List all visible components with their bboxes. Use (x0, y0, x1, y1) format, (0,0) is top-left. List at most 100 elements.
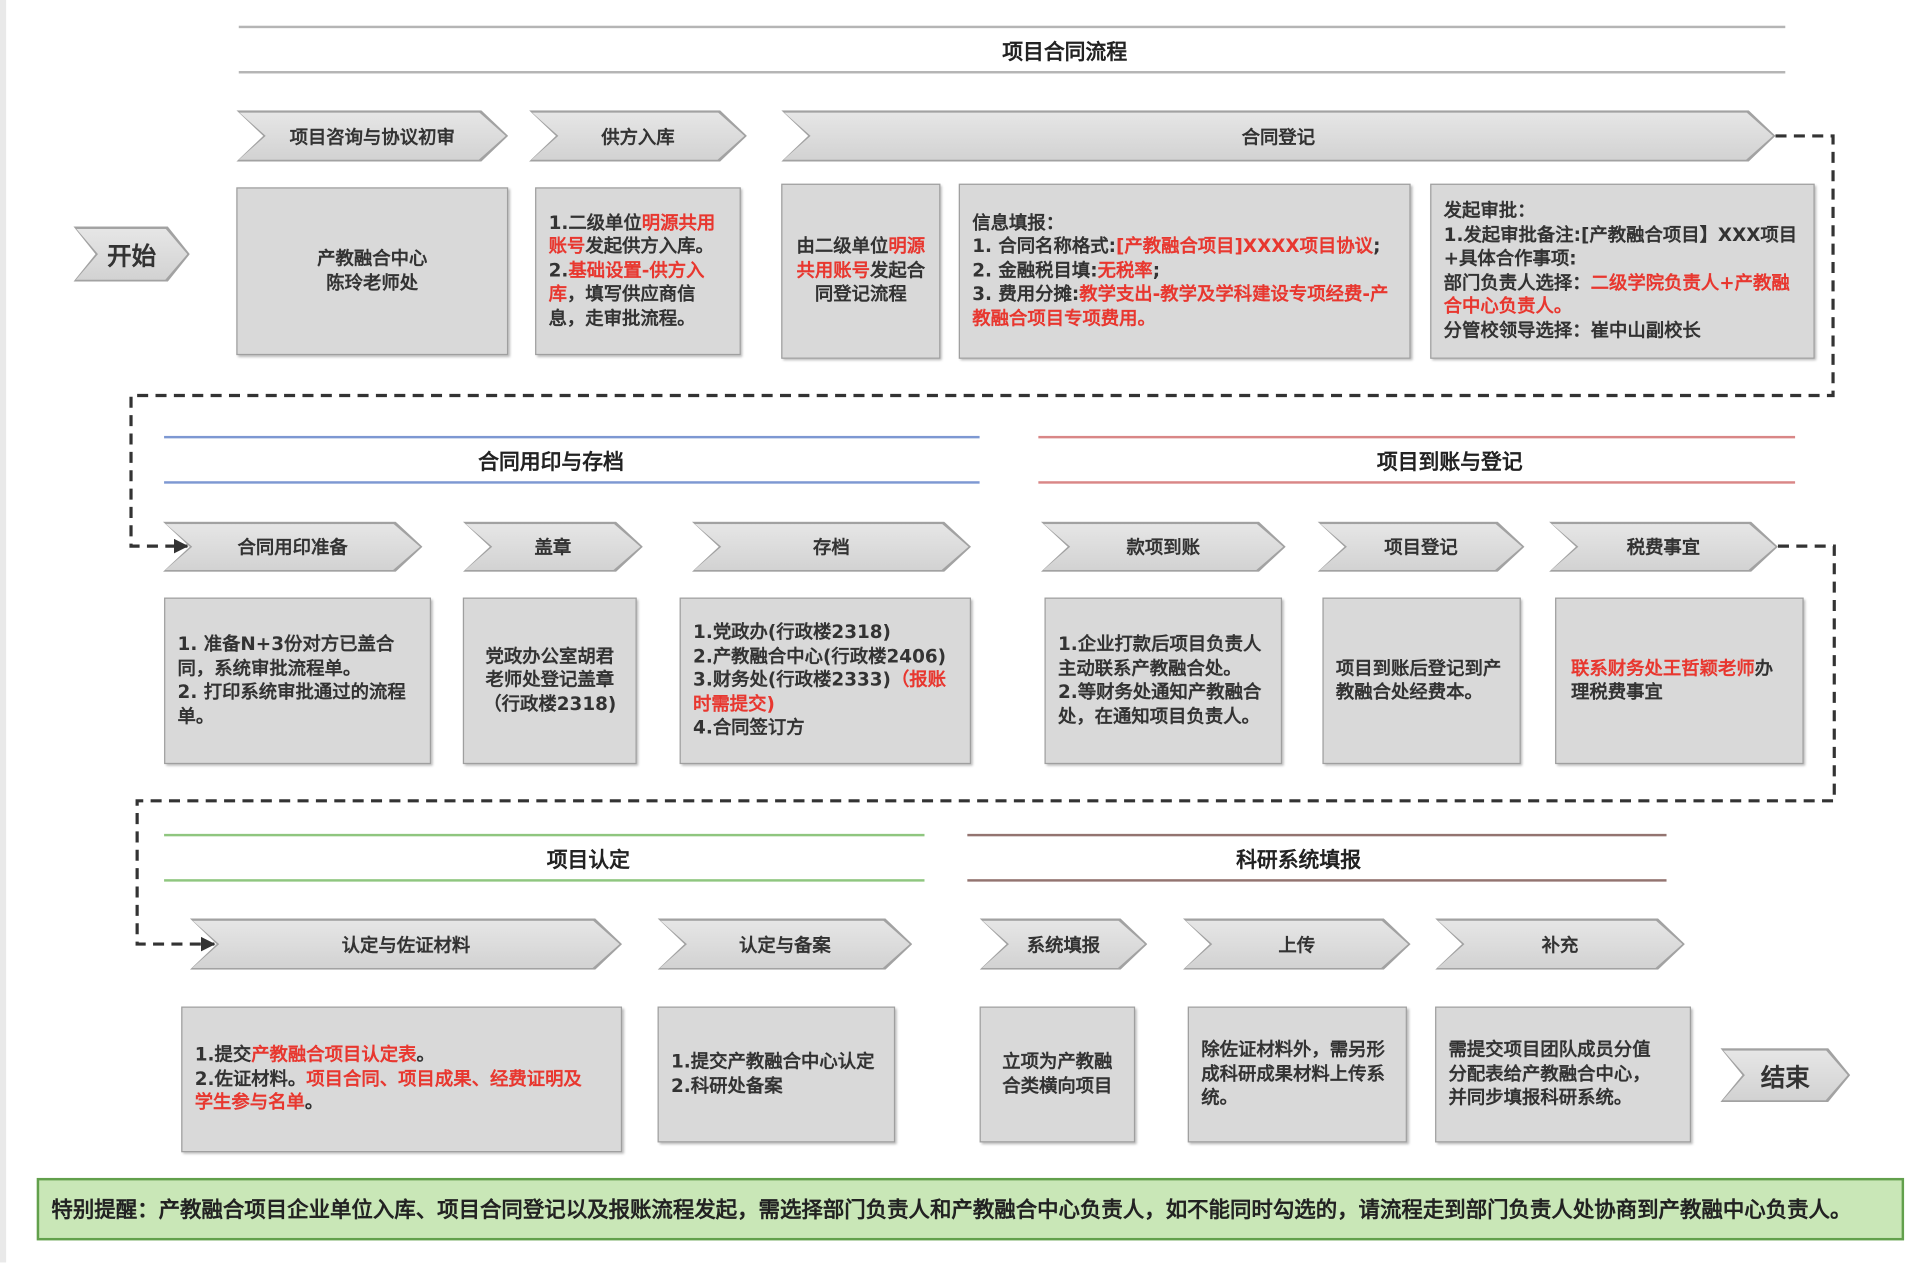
step-label: 认定与备案 (738, 933, 831, 956)
section-header-contract-flow: 项目合同流程 (238, 25, 1786, 74)
text-line: 2.基础设置-供方入库，填写供应商信息，走审批流程。 (549, 259, 728, 331)
text-line: 3.财务处(行政楼2333)（报账时需提交) (693, 669, 957, 717)
body-text: 发起供方入库。 (585, 235, 714, 258)
body-text: 2.等财务处通知产教融合处，在通知项目负责人。 (1057, 680, 1262, 727)
text-line: 联系财务处王哲颖老师办理税费事宜 (1571, 657, 1788, 705)
step-label: 供方入库 (601, 125, 675, 148)
detail-supplier-onboarding: 1.二级单位明源共用账号发起供方入库。2.基础设置-供方入库，填写供应商信息，走… (535, 187, 741, 356)
step-stamping: 盖章 (463, 522, 643, 572)
step-contract-registration: 合同登记 (781, 110, 1775, 161)
end-node: 结束 (1720, 1048, 1850, 1102)
text-line: 2. 打印系统审批通过的流程单。 (178, 681, 418, 729)
text-line: 党政办公室胡君老师处登记盖章（行政楼2318) (479, 645, 621, 717)
text-line: 产教融合中心 (250, 247, 495, 271)
step-label: 上传 (1278, 933, 1316, 956)
body-text: 陈玲老师处 (326, 271, 419, 294)
text-line: 1.提交产教融合项目认定表。 (195, 1044, 591, 1068)
text-line: 项目到账后登记到产教融合处经费本。 (1336, 657, 1507, 705)
body-text: 党政办公室胡君老师处登记盖章（行政楼2318) (483, 644, 617, 715)
body-text: 1.党政办(行政楼2318) (693, 621, 891, 644)
detail-contract-initiation: 由二级单位明源共用账号发起合同登记流程 (781, 183, 941, 359)
body-text: 2. 金融税目填: (972, 259, 1098, 282)
text-line: 分管校领导选择：崔中山副校长 (1444, 319, 1802, 343)
body-text: 3. 费用分摊: (972, 283, 1080, 306)
highlight-text: 明源共用账号 (796, 235, 926, 282)
body-text: 信息填报： (972, 211, 1065, 234)
text-line: 1. 合同名称格式:[产教融合项目]XXXX项目协议; (972, 235, 1397, 259)
text-line: 1.提交产教融合中心认定 (671, 1051, 882, 1075)
body-text: 办理税费事宜 (1571, 656, 1774, 703)
detail-stamping: 党政办公室胡君老师处登记盖章（行政楼2318) (462, 597, 637, 765)
special-reminder-text: 特别提醒：产教融合项目企业单位入库、项目合同登记以及报账流程发起，需选择部门负责… (51, 1198, 1852, 1224)
detail-payment-arrival: 1.企业打款后项目负责人主动联系产教融合处。2.等财务处通知产教融合处，在通知项… (1044, 597, 1283, 765)
body-text: 1.提交产教融合中心认定 (671, 1050, 875, 1073)
step-supplement: 补充 (1435, 918, 1685, 969)
text-line: 1. 准备N+3份对方已盖合同，系统审批流程单。 (178, 633, 418, 681)
step-recognition-evidence: 认定与佐证材料 (190, 918, 622, 969)
step-project-registration: 项目登记 (1318, 522, 1525, 572)
detail-project-registration: 项目到账后登记到产教融合处经费本。 (1322, 597, 1521, 765)
step-supplier-onboarding: 供方入库 (529, 110, 747, 161)
section-header-research-system: 科研系统填报 (967, 833, 1667, 882)
text-line: 发起审批： (1444, 200, 1802, 224)
window-left-edge (0, 0, 7, 1263)
text-line: 部门负责人选择：二级学院负责人+产教融合中心负责人。 (1444, 271, 1802, 319)
body-text: 2.佐证材料。 (194, 1067, 307, 1090)
text-line: 1.党政办(行政楼2318) (693, 621, 957, 645)
body-text: 发起合同登记流程 (814, 259, 926, 306)
special-reminder-banner: 特别提醒：产教融合项目企业单位入库、项目合同登记以及报账流程发起，需选择部门负责… (36, 1177, 1905, 1241)
body-text: 。 (304, 1091, 324, 1114)
text-line: 2.佐证材料。项目合同、项目成果、经费证明及学生参与名单。 (195, 1067, 591, 1115)
section-title: 项目合同流程 (1002, 40, 1128, 65)
body-text: 4.合同签订方 (693, 716, 805, 739)
highlight-text: 教学支出-教学及学科建设专项经费-产教融合项目专项费用。 (972, 283, 1389, 330)
step-seal-preparation: 合同用印准备 (163, 522, 423, 572)
detail-archiving: 1.党政办(行政楼2318)2.产教融合中心(行政楼2406)3.财务处(行政楼… (679, 597, 972, 765)
step-upload: 上传 (1183, 918, 1411, 969)
body-text: ，填写供应商信息，走审批流程。 (548, 283, 696, 330)
step-recognition-filing: 认定与备案 (658, 918, 913, 969)
body-text: 2.产教融合中心(行政楼2406) (693, 644, 947, 668)
body-text: 部门负责人选择： (1443, 271, 1591, 294)
highlight-text: 项目合同、项目成果、经费证明及学生参与名单 (194, 1067, 582, 1114)
body-text: 1.二级单位 (548, 211, 642, 234)
text-line: 需提交项目团队成员分值分配表给产教融合中心，并同步填报科研系统。 (1449, 1039, 1663, 1111)
body-text: 1.发起审批备注:[产教融合项目】XXX项目+具体合作事项: (1443, 223, 1798, 270)
highlight-text: （报账时需提交) (693, 668, 947, 715)
body-text: 项目到账后登记到产教融合处经费本。 (1335, 656, 1502, 703)
text-line: 除佐证材料外，需另形成科研成果材料上传系统。 (1201, 1039, 1393, 1111)
section-header-project-recognition: 项目认定 (164, 833, 925, 882)
body-text: 由二级单位 (796, 235, 889, 258)
body-text: 1. 准备N+3份对方已盖合同，系统审批流程单。 (177, 633, 395, 679)
step-label: 项目登记 (1384, 536, 1458, 559)
body-text: 分管校领导选择：崔中山副校长 (1443, 318, 1701, 342)
text-line: 由二级单位明源共用账号发起合同登记流程 (795, 235, 927, 307)
step-tax-matters: 税费事宜 (1549, 522, 1778, 572)
text-line: 2. 金融税目填:无税率; (972, 259, 1397, 283)
detail-upload: 除佐证材料外，需另形成科研成果材料上传系统。 (1187, 1006, 1407, 1143)
text-line: 3. 费用分摊:教学支出-教学及学科建设专项经费-产教融合项目专项费用。 (972, 283, 1397, 331)
body-text: 1. 合同名称格式: (972, 235, 1116, 258)
text-line: 陈玲老师处 (250, 271, 495, 295)
body-text: ; (1373, 235, 1381, 258)
step-label: 系统填报 (1026, 933, 1101, 956)
detail-supplement: 需提交项目团队成员分值分配表给产教融合中心，并同步填报科研系统。 (1435, 1006, 1692, 1143)
text-line: 2.科研处备案 (671, 1074, 882, 1098)
body-text: 3.财务处(行政楼2333) (693, 668, 891, 691)
start-label: 开始 (107, 241, 157, 271)
step-label: 补充 (1541, 933, 1579, 956)
step-consultation-review: 项目咨询与协议初审 (236, 110, 508, 161)
text-line: 1.发起审批备注:[产教融合项目】XXX项目+具体合作事项: (1444, 223, 1802, 271)
body-text: 立项为产教融合类横向项目 (1002, 1050, 1113, 1097)
body-text: 发起审批： (1443, 199, 1536, 222)
section-header-seal-archive: 合同用印与存档 (164, 435, 980, 484)
body-text: 1.提交 (194, 1043, 252, 1066)
text-line: 1.企业打款后项目负责人主动联系产教融合处。 (1058, 633, 1269, 681)
detail-consultation-contact: 产教融合中心陈玲老师处 (236, 187, 509, 356)
start-node: 开始 (73, 227, 189, 282)
body-text: 2.科研处备案 (671, 1074, 783, 1097)
section-title: 合同用印与存档 (478, 450, 624, 476)
